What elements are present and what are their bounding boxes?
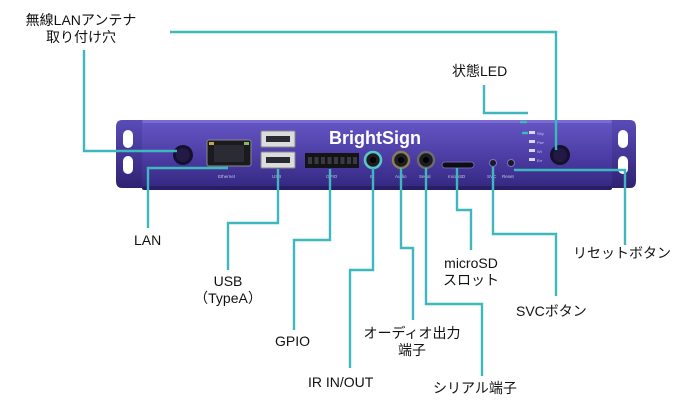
leader-microsd <box>455 168 473 250</box>
leader-svc <box>491 167 558 296</box>
ethernet-port-inner <box>214 145 244 162</box>
callout-svc-text: SVCボタン <box>516 303 587 319</box>
callout-wifi-antenna-line1: 無線LANアンテナ <box>25 12 137 28</box>
callout-audio-line1: オーディオ出力 <box>363 325 461 341</box>
callout-microsd: microSD スロット <box>423 255 519 289</box>
antenna-hole-right-inner <box>553 148 567 162</box>
usb-port-top-tongue <box>266 136 290 142</box>
callout-wifi-antenna-line2: 取り付け穴 <box>46 29 116 45</box>
ir-jack-hole <box>370 157 376 163</box>
status-led-3 <box>529 149 535 152</box>
reset-button <box>507 159 515 167</box>
device-top-edge <box>142 120 612 123</box>
callout-usb: USB （TypeA） <box>178 273 278 307</box>
audio-jack-hole <box>398 157 404 163</box>
gpio-port-label: GPIO <box>326 174 338 179</box>
right-bracket-slot-bottom <box>618 156 628 174</box>
callout-reset: リセットボタン <box>573 245 671 262</box>
leader-lan <box>146 166 228 228</box>
callout-gpio-text: GPIO <box>275 333 311 349</box>
callout-status-led: 状態LED <box>452 63 507 80</box>
serial-jack-hole <box>423 157 429 163</box>
callout-lan: LAN <box>134 232 161 249</box>
gpio-connector <box>305 153 359 168</box>
leader-status-led <box>482 85 528 115</box>
callout-serial: シリアル端子 <box>433 380 517 397</box>
status-led-panel: Sby Pwr Wi Err <box>529 131 545 163</box>
status-led-4 <box>529 158 535 161</box>
callout-gpio: GPIO <box>275 333 310 350</box>
callout-svc: SVCボタン <box>516 303 587 320</box>
ethernet-led-left <box>209 142 214 145</box>
left-bracket-slot-top <box>123 130 133 148</box>
leader-ir <box>348 168 375 368</box>
device-bottom-edge <box>142 186 612 190</box>
gpio-pins <box>308 157 357 164</box>
reset-button-label: Reset <box>502 174 515 179</box>
callout-wifi-antenna: 無線LANアンテナ 取り付け穴 <box>6 12 156 46</box>
status-led-label-2: Pwr <box>537 140 545 145</box>
callout-microsd-line1: microSD <box>444 255 498 271</box>
callout-lan-text: LAN <box>134 232 162 248</box>
callout-ir: IR IN/OUT <box>308 374 373 391</box>
status-led-label-4: Err <box>537 158 543 163</box>
leader-reset <box>514 168 627 245</box>
callout-usb-line1: USB <box>213 273 243 289</box>
ethernet-led-right <box>244 142 249 145</box>
callout-usb-line2: （TypeA） <box>194 290 262 306</box>
right-bracket-slot-top <box>618 130 628 148</box>
callout-microsd-line2: スロット <box>443 272 499 288</box>
leader-gpio <box>292 169 332 330</box>
callout-reset-text: リセットボタン <box>573 245 671 261</box>
status-led-2 <box>529 140 535 143</box>
callout-status-led-text: 状態LED <box>452 63 508 79</box>
status-led-label-1: Sby <box>537 131 544 136</box>
antenna-hole-left-inner <box>176 148 190 162</box>
microsd-slot <box>441 161 475 169</box>
left-bracket-slot-bottom <box>123 156 133 174</box>
ethernet-port-label: Ethernet <box>218 174 236 179</box>
callout-audio-line2: 端子 <box>398 342 426 358</box>
callout-audio: オーディオ出力 端子 <box>356 325 468 359</box>
serial-port-label: Serial <box>419 174 431 179</box>
usb-port-label: USB <box>272 174 281 179</box>
leader-serial <box>424 168 484 376</box>
status-led-label-3: Wi <box>537 149 542 154</box>
svc-button <box>489 159 497 167</box>
status-led-1 <box>529 131 535 134</box>
leader-antenna-right <box>170 30 558 150</box>
leader-audio <box>399 168 415 320</box>
callout-serial-text: シリアル端子 <box>433 380 517 396</box>
leader-antenna-left <box>82 50 177 153</box>
brand-logo: BrightSign <box>329 128 421 148</box>
leader-usb <box>226 169 280 270</box>
usb-port-bottom-tongue <box>266 157 290 163</box>
callout-ir-text: IR IN/OUT <box>308 374 374 390</box>
